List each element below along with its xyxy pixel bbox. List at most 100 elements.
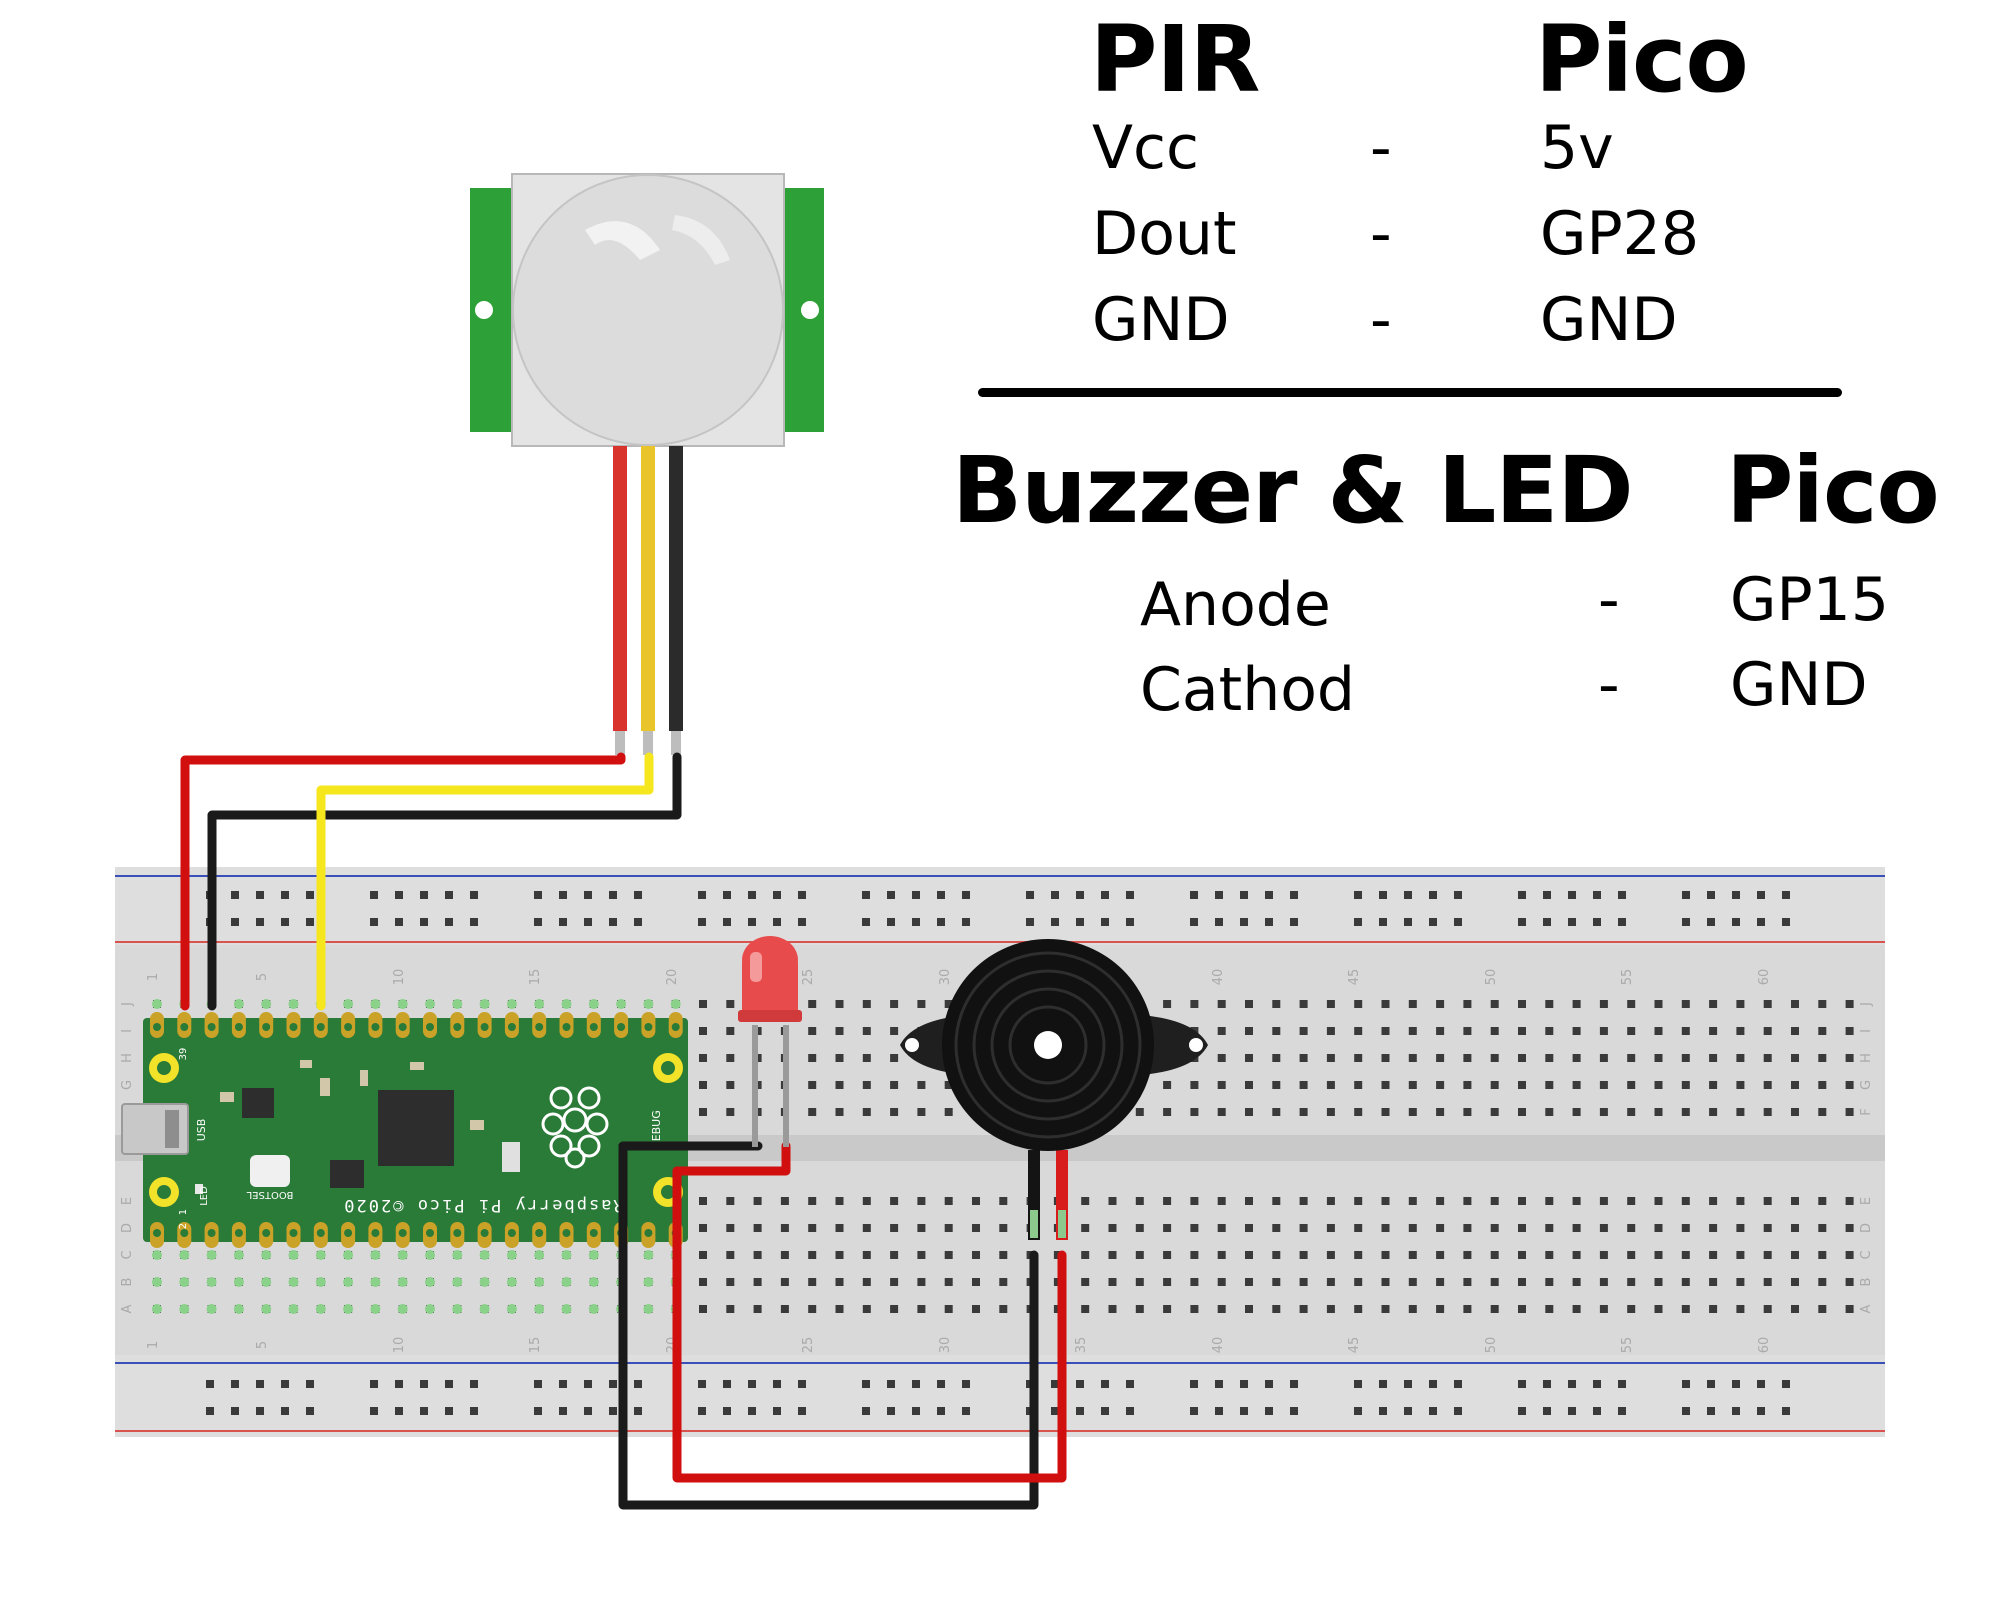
connected-hole [233, 999, 244, 1009]
rail-hole [470, 1407, 478, 1415]
column-number: 1 [146, 973, 161, 981]
rail-hole [281, 1407, 289, 1415]
connected-hole [343, 1250, 354, 1260]
breadboard-hole [726, 1000, 735, 1008]
rail-hole [609, 1380, 617, 1388]
breadboard-hole [1245, 1054, 1253, 1062]
breadboard-hole [1272, 1054, 1281, 1062]
rail-hole [862, 1380, 870, 1388]
rail-hole [306, 891, 314, 899]
rail-hole [634, 1407, 642, 1415]
breadboard-hole [1299, 1054, 1308, 1062]
breadboard-hole [726, 1305, 735, 1313]
column-number: 55 [1620, 1337, 1635, 1354]
breadboard-hole [1436, 1000, 1445, 1008]
breadboard-hole [726, 1278, 735, 1286]
connected-hole [425, 1304, 435, 1314]
breadboard-hole [1490, 1224, 1499, 1232]
breadboard-hole [1736, 1197, 1745, 1205]
rail-hole [1051, 1380, 1059, 1388]
rail-hole [1240, 918, 1248, 926]
breadboard-hole [1217, 1305, 1226, 1313]
rail-hole [773, 1380, 781, 1388]
breadboard-hole [1763, 1108, 1772, 1116]
rail-hole [887, 891, 895, 899]
row-letter: A [120, 1304, 135, 1313]
rail-hole [1429, 1380, 1437, 1388]
rail-hole [1518, 1407, 1526, 1415]
row-letter: H [120, 1053, 135, 1063]
breadboard-hole [726, 1054, 735, 1062]
rail-hole [1190, 891, 1198, 899]
breadboard-hole [1163, 1224, 1172, 1232]
breadboard-hole [1272, 1305, 1281, 1313]
breadboard-hole [1845, 1224, 1854, 1232]
breadboard-hole [1818, 1000, 1827, 1008]
breadboard-hole [835, 1197, 844, 1205]
breadboard-hole [999, 1251, 1008, 1259]
rail-hole [798, 891, 806, 899]
rail-hole [723, 1407, 731, 1415]
rail-hole [445, 918, 453, 926]
rail-hole [862, 891, 870, 899]
breadboard-hole [1436, 1224, 1445, 1232]
rail-hole [1215, 891, 1223, 899]
rail-hole [937, 1407, 945, 1415]
breadboard-hole [1354, 1054, 1363, 1062]
rail-hole [1126, 1380, 1134, 1388]
usb-label: USB [195, 1119, 208, 1142]
connected-hole [452, 1304, 463, 1314]
breadboard-hole [1163, 1305, 1172, 1313]
breadboard-hole [1326, 1027, 1335, 1035]
breadboard-hole [753, 1197, 762, 1205]
breadboard-hole [1217, 1197, 1226, 1205]
breadboard-hole [1818, 1054, 1827, 1062]
breadboard-hole [890, 1305, 899, 1313]
breadboard-hole [1490, 1251, 1499, 1259]
breadboard-hole [1845, 1197, 1854, 1205]
breadboard-hole [1654, 1224, 1663, 1232]
breadboard-hole [835, 1027, 844, 1035]
rail-hole [534, 918, 542, 926]
table-divider [978, 388, 1842, 397]
rail-hole [445, 1407, 453, 1415]
breadboard-hole [780, 1278, 789, 1286]
breadboard-hole [1381, 1224, 1390, 1232]
column-number: 1 [146, 1341, 161, 1349]
breadboard-hole [917, 1251, 926, 1259]
breadboard-hole [1081, 1197, 1090, 1205]
breadboard-hole [1354, 1305, 1363, 1313]
breadboard-hole [1791, 1251, 1799, 1259]
breadboard-hole [1845, 1000, 1854, 1008]
breadboard-hole [890, 1054, 899, 1062]
rail-hole [748, 891, 756, 899]
rail-hole [1051, 891, 1059, 899]
rail-hole [370, 1407, 378, 1415]
row-letter: J [1859, 1002, 1874, 1007]
row-letter: D [120, 1223, 135, 1233]
rail-hole [1101, 1380, 1109, 1388]
connected-hole [206, 1304, 217, 1314]
breadboard-hole [1818, 1278, 1827, 1286]
row-letter: B [120, 1278, 135, 1287]
pir-table-heading-right: Pico [1535, 6, 1749, 113]
rail-hole [445, 891, 453, 899]
rail-hole [698, 918, 706, 926]
breadboard-hole [1763, 1197, 1772, 1205]
rail-hole [1782, 1380, 1790, 1388]
column-number: 50 [1484, 969, 1499, 986]
column-number: 15 [528, 969, 543, 986]
breadboard-hole [1545, 1108, 1554, 1116]
breadboard-hole [1436, 1305, 1445, 1313]
breadboard-hole [699, 1278, 707, 1286]
breadboard-hole [1791, 1278, 1799, 1286]
breadboard-hole [1763, 1305, 1772, 1313]
breadboard-hole [1763, 1054, 1772, 1062]
buzzer-table-heading-left: Buzzer & LED [952, 437, 1634, 544]
breadboard-hole [1463, 1251, 1472, 1259]
pir-row-to: GP28 [1540, 199, 1700, 269]
rail-hole [256, 918, 264, 926]
breadboard-hole [1135, 1278, 1144, 1286]
breadboard-hole [780, 1224, 789, 1232]
breadboard-hole [699, 1305, 707, 1313]
